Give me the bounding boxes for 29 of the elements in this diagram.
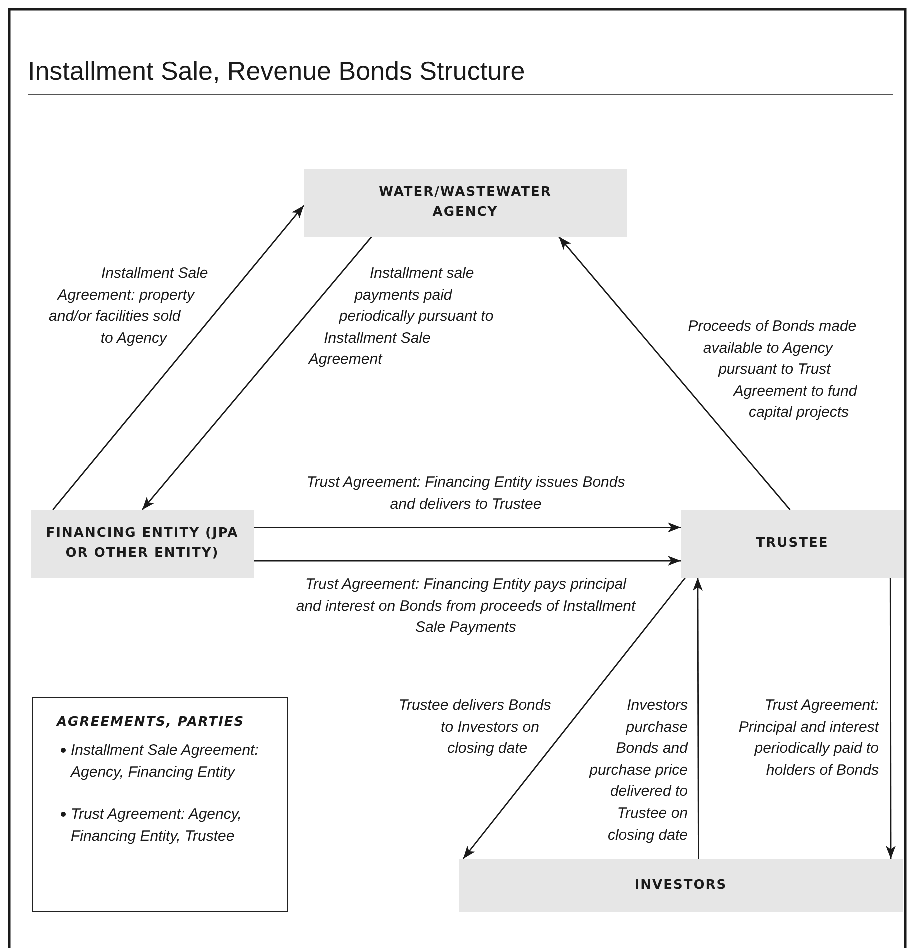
- edge-label: Proceeds of Bonds made available to Agency pursuant to Trust Agreement to fund capital projects: [687, 317, 858, 424]
- party-name: INVESTORS: [634, 876, 728, 894]
- party-name: TRUSTEE: [755, 535, 830, 553]
- party-box: [304, 169, 627, 237]
- arrow: [462, 578, 686, 860]
- arrow: [254, 522, 681, 533]
- note-item: Installment Sale Agreement: Agency, Financing Entity: [71, 742, 259, 781]
- arrow: [558, 236, 791, 510]
- note-item: Trust Agreement: Agency, Financing Entity, Trustee: [71, 806, 242, 845]
- arrow: [254, 556, 681, 566]
- party-box: [681, 510, 904, 578]
- party-box: [31, 510, 254, 578]
- party-name: FINANCING ENTITY (JPA OR OTHER ENTITY): [45, 525, 240, 563]
- note-box: [32, 697, 288, 912]
- party-name: WATER/WASTEWATER AGENCY: [378, 184, 553, 222]
- edge-label: Trustee delivers Bonds to Investors on closing date: [398, 696, 552, 760]
- arrow: [142, 236, 372, 510]
- arrow: [52, 205, 305, 510]
- diagram-title: Installment Sale, Revenue Bonds Structure: [28, 56, 526, 87]
- edge-label: Installment Sale Agreement: property and/or facilities sold to Agency: [48, 264, 210, 349]
- party-box: [459, 859, 903, 912]
- edge-label: Trust Agreement: Financing Entity pays principal and interest on Bonds from proceeds of Installment Sale Payments: [296, 575, 636, 638]
- edge-label: Trust Agreement: Principal and interest periodically paid to holders of Bonds: [738, 696, 879, 781]
- note-heading: AGREEMENTS, PARTIES: [57, 715, 246, 730]
- edge-label: Trust Agreement: Financing Entity issues Bonds and delivers to Trustee: [306, 473, 626, 515]
- edge-label: Installment sale payments paid periodically pursuant to Installment Sale Agreement: [307, 264, 495, 370]
- edge-label: Investors purchase Bonds and purchase price delivered to Trustee on closing date: [588, 696, 688, 846]
- arrow: [692, 578, 703, 859]
- arrow: [886, 578, 896, 859]
